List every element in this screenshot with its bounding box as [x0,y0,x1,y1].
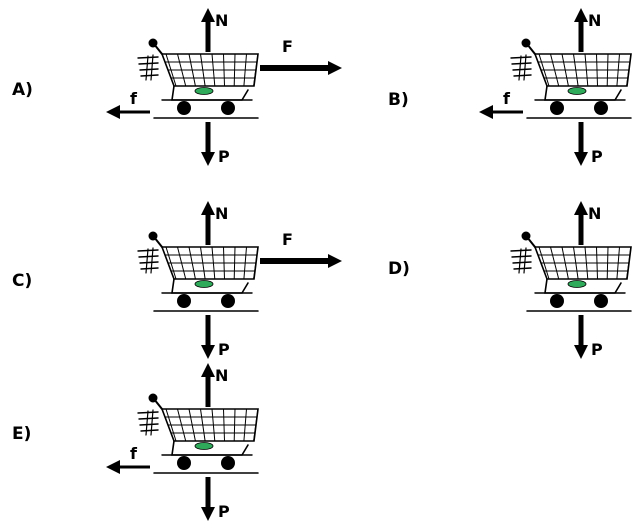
normal-force-arrow [201,201,215,245]
friction-force-arrow [479,105,523,119]
motion-lines-icon [137,247,159,274]
shopping-cart-icon [137,38,259,119]
weight-force-arrow [574,122,588,166]
normal-force-arrow [574,8,588,52]
shopping-cart-icon [510,38,632,119]
friction-force-label: f [130,89,138,108]
option-d-label: D) [388,259,410,279]
motion-lines-icon [137,409,159,436]
normal-force-label: N [215,11,228,30]
normal-force-label: N [588,204,601,223]
weight-force-label: P [591,147,603,166]
applied-force-arrow [260,254,342,268]
weight-force-arrow [201,477,215,521]
normal-force-arrow [574,201,588,245]
weight-force-label: P [218,147,230,166]
weight-force-arrow [574,315,588,359]
motion-lines-icon [510,54,532,81]
normal-force-label: N [215,366,228,385]
normal-force-arrow [201,8,215,52]
motion-lines-icon [510,247,532,274]
normal-force-label: N [588,11,601,30]
normal-force-arrow [201,363,215,407]
friction-force-arrow [106,460,150,474]
weight-force-label: P [218,502,230,521]
friction-force-label: f [503,89,511,108]
applied-force-label: F [282,37,293,56]
option-c-diagram: N P F [100,193,360,363]
weight-force-arrow [201,122,215,166]
friction-force-label: f [130,444,138,463]
option-b-label: B) [388,90,409,110]
applied-force-arrow [260,61,342,75]
motion-lines-icon [137,54,159,81]
shopping-cart-icon [137,393,259,474]
weight-force-label: P [591,340,603,359]
normal-force-label: N [215,204,228,223]
weight-force-arrow [201,315,215,359]
friction-force-arrow [106,105,150,119]
shopping-cart-icon [510,231,632,312]
weight-force-label: P [218,340,230,359]
option-c-label: C) [12,271,33,291]
option-a-label: A) [12,80,33,100]
option-e-label: E) [12,424,32,444]
applied-force-label: F [282,230,293,249]
shopping-cart-icon [137,231,259,312]
